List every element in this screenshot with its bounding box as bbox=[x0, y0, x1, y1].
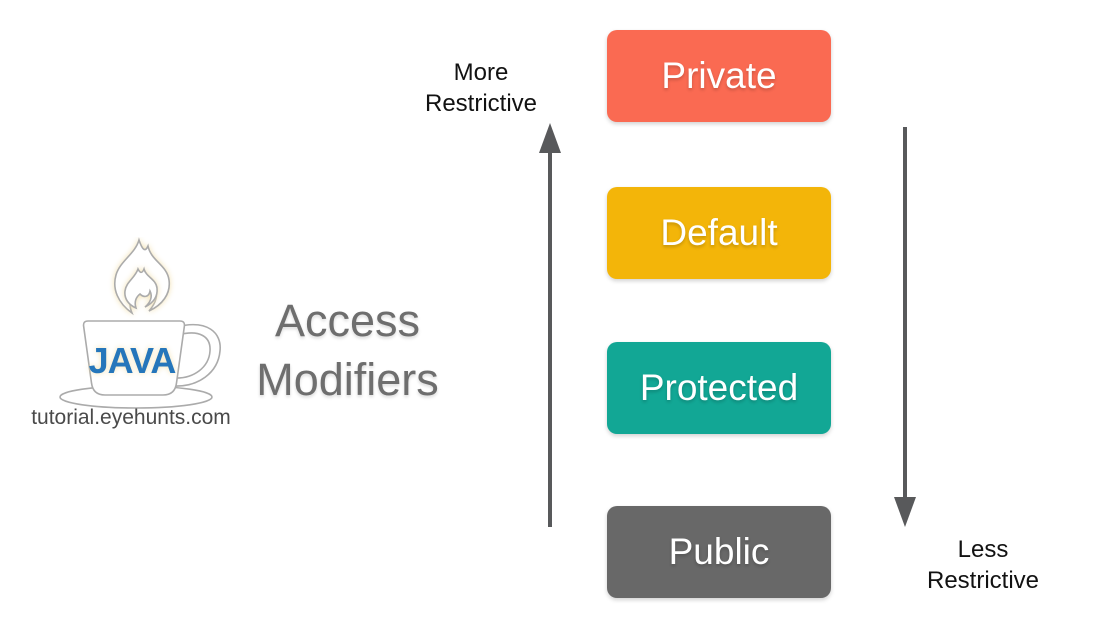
less-restrictive-line1: Less bbox=[957, 536, 1009, 563]
less-restrictive-label: Less Restrictive bbox=[888, 534, 1078, 596]
site-watermark: tutorial.eyehunts.com bbox=[31, 406, 231, 429]
more-restrictive-line1: More bbox=[453, 59, 509, 86]
modifier-box-public: Public bbox=[607, 506, 831, 598]
modifier-box-private: Private bbox=[607, 30, 831, 122]
more-restrictive-label: More Restrictive bbox=[386, 57, 576, 119]
cup-body-icon bbox=[82, 320, 186, 396]
down-arrow-icon bbox=[894, 127, 916, 527]
flame-icon bbox=[114, 237, 171, 316]
java-cup-graphic: JAVA bbox=[59, 237, 221, 409]
modifier-box-protected: Protected bbox=[607, 342, 831, 434]
page-title-line2: Modifiers bbox=[256, 354, 439, 405]
up-arrow-icon bbox=[539, 123, 561, 527]
page-title: Access Modifiers bbox=[225, 291, 470, 409]
modifier-box-default: Default bbox=[607, 187, 831, 279]
java-logo-text: JAVA bbox=[89, 340, 177, 381]
page-title-line1: Access bbox=[274, 295, 421, 346]
less-restrictive-line2: Restrictive bbox=[926, 567, 1040, 594]
more-restrictive-line2: Restrictive bbox=[424, 90, 538, 117]
java-logo: JAVA bbox=[52, 237, 232, 409]
